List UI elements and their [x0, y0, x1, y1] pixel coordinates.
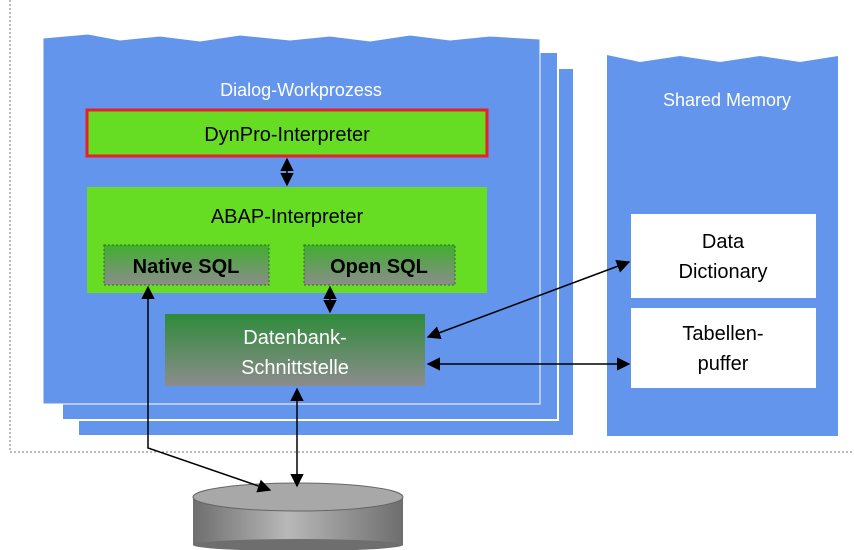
abap-interpreter-label: ABAP-Interpreter	[211, 206, 364, 228]
workprocess-title: Dialog-Workprozess	[220, 80, 382, 100]
arrow-nativesql-database	[141, 285, 272, 493]
open-sql-label: Open SQL	[330, 256, 428, 278]
table-buffer-label-line1: Tabellen-	[682, 323, 763, 345]
dynpro-interpreter-box	[85, 108, 489, 158]
database-interface-label-line1: Datenbank-	[243, 327, 346, 349]
data-dictionary-label-line2: Dictionary	[679, 261, 768, 283]
data-dictionary-label-line1: Data	[702, 231, 745, 253]
table-buffer-label-line2: puffer	[698, 353, 749, 375]
native-sql-label: Native SQL	[133, 256, 240, 278]
shared-memory-title: Shared Memory	[663, 90, 791, 110]
table-buffer-box	[631, 308, 816, 388]
arrow-dbinterface-datadictionary	[426, 259, 631, 340]
native-sql-box	[103, 244, 270, 286]
database-cylinder-icon	[192, 482, 404, 550]
dotted-frame	[9, 0, 854, 453]
database-interface-label-line2: Schnittstelle	[241, 357, 349, 379]
data-dictionary-box	[631, 214, 816, 298]
dynpro-interpreter-label: DynPro-Interpreter	[204, 124, 370, 146]
